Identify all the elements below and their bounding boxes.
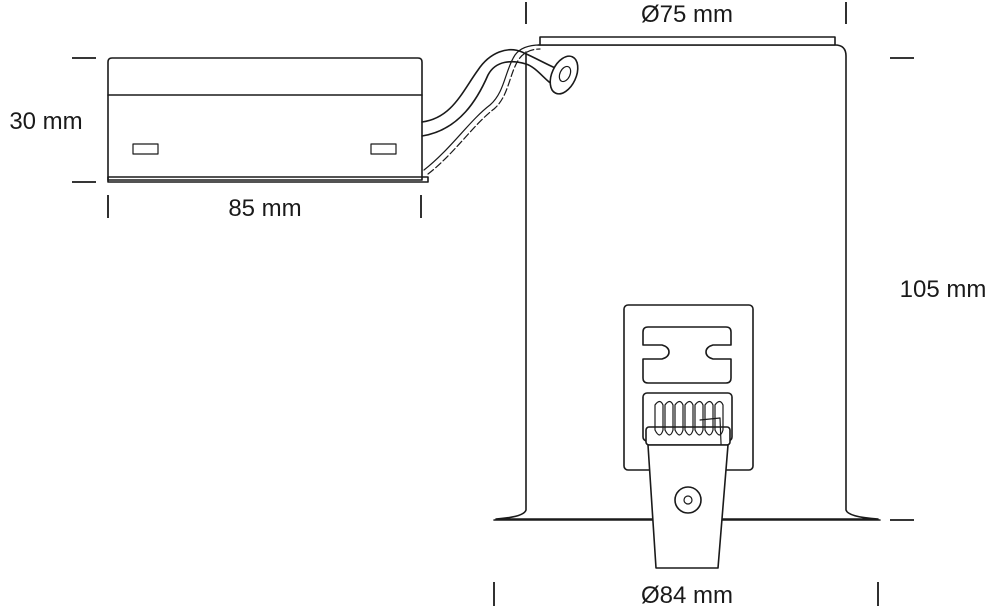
driver-height-label: 30 mm	[9, 108, 82, 135]
clip-screw	[674, 486, 702, 514]
fixture-body	[493, 36, 881, 569]
cable-grommet	[549, 55, 579, 95]
connecting-cables	[421, 44, 579, 175]
fixture-top-plate	[539, 36, 836, 46]
driver-box	[107, 57, 429, 183]
fixture-height-label: 105 mm	[900, 276, 987, 303]
spring-clip-leg	[647, 444, 729, 569]
driver-length-label: 85 mm	[228, 195, 301, 222]
top-diameter-label: Ø75 mm	[641, 1, 733, 28]
driver-slot-left	[132, 143, 159, 155]
bottom-diameter-label: Ø84 mm	[641, 582, 733, 606]
driver-slot-right	[370, 143, 397, 155]
dimension-markers	[72, 2, 914, 606]
